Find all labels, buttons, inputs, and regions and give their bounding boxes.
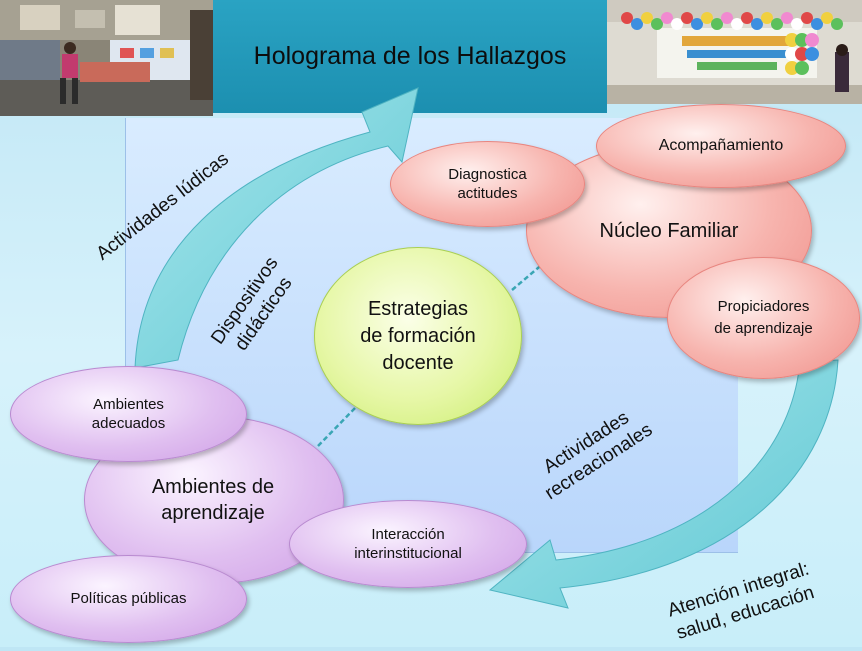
balloon-decoration xyxy=(805,33,819,47)
acompanamiento-label: Acompañamiento xyxy=(658,136,784,154)
acompanamiento-node: Acompañamiento xyxy=(596,104,846,188)
balloon-decoration xyxy=(821,12,833,24)
balloon-decoration xyxy=(781,12,793,24)
politicas-node: Políticas públicas xyxy=(10,555,247,643)
event-photo xyxy=(607,0,862,104)
balloon-decoration xyxy=(741,12,753,24)
balloon-decoration xyxy=(671,18,683,30)
balloon-decoration xyxy=(631,18,643,30)
balloon-decoration xyxy=(791,18,803,30)
lower-curved-arrow xyxy=(488,359,839,609)
balloon-decoration xyxy=(811,18,823,30)
balloon-decoration xyxy=(785,61,799,75)
balloon-decoration xyxy=(761,12,773,24)
ambientes-adecuados-label: Ambientes adecuados xyxy=(91,395,166,433)
center-label: Estrategias de formación docente xyxy=(360,297,476,374)
propiciadores-node: Propiciadores de aprendizaje xyxy=(667,257,860,379)
balloon-decoration xyxy=(795,33,809,47)
interaccion-label: Interacción interinstitucional xyxy=(354,525,462,563)
balloon-decoration xyxy=(711,18,723,30)
balloon-decoration xyxy=(831,18,843,30)
balloon-decoration xyxy=(721,12,733,24)
balloon-decoration xyxy=(651,18,663,30)
balloon-decoration xyxy=(641,12,653,24)
balloon-decoration xyxy=(621,12,633,24)
ambientes-adecuados-node: Ambientes adecuados xyxy=(10,366,247,462)
politicas-label: Políticas públicas xyxy=(70,590,187,608)
diagnostica-label: Diagnostica actitudes xyxy=(448,165,527,203)
balloon-decoration xyxy=(691,18,703,30)
balloon-decoration xyxy=(731,18,743,30)
balloon-decoration xyxy=(661,12,673,24)
interaccion-node: Interacción interinstitucional xyxy=(289,500,527,588)
balloon-decoration xyxy=(785,47,799,61)
balloon-decoration xyxy=(771,18,783,30)
balloon-decoration xyxy=(801,12,813,24)
balloon-decoration xyxy=(795,61,809,75)
balloon-decoration xyxy=(805,47,819,61)
balloon-decoration xyxy=(681,12,693,24)
balloon-decoration xyxy=(751,18,763,30)
balloon-decoration xyxy=(701,12,713,24)
ambientes-aprendizaje-label: Ambientes de aprendizaje xyxy=(151,476,275,524)
center-node: Estrategias de formación docente xyxy=(314,247,522,425)
classroom-photo xyxy=(0,0,213,116)
propiciadores-label: Propiciadores de aprendizaje xyxy=(714,298,813,337)
balloon-decoration xyxy=(785,33,799,47)
page-title: Holograma de los Hallazgos xyxy=(253,42,567,70)
nucleo-familiar-label: Núcleo Familiar xyxy=(599,219,739,242)
diagnostica-node: Diagnostica actitudes xyxy=(390,141,585,227)
upper-curved-arrow xyxy=(134,87,419,369)
connector-center-ambientes xyxy=(317,404,359,447)
balloon-decoration xyxy=(795,47,809,61)
